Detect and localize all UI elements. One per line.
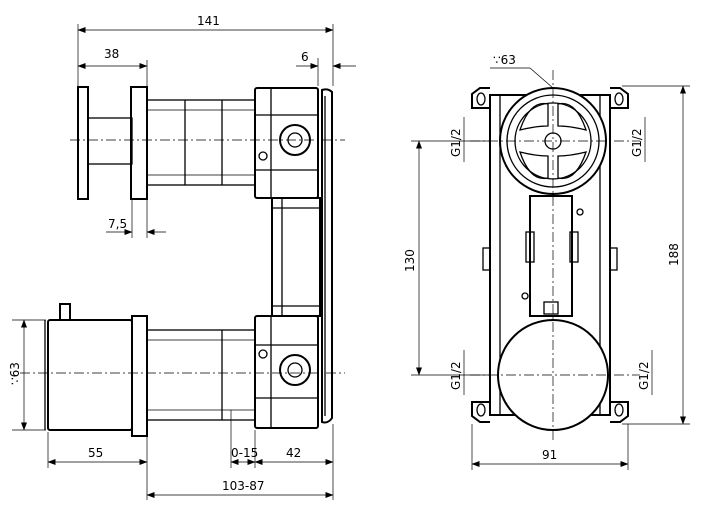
label-g12-upper-left: G1/2 — [449, 128, 463, 157]
label-g12-lower-left: G1/2 — [449, 361, 463, 390]
dim-7-5: 7,5 — [108, 217, 127, 231]
dim-91: 91 — [542, 448, 557, 462]
dim-42: 42 — [286, 446, 301, 460]
wall-plate — [321, 88, 333, 424]
mixer-body — [271, 197, 321, 317]
label-g12-lower-right: G1/2 — [637, 361, 651, 390]
center-body — [525, 195, 579, 317]
dim-38: 38 — [104, 47, 119, 61]
dim-6: 6 — [301, 50, 309, 64]
front-view: ∵63 130 188 G1/2 G1/2 G1/2 G1/2 91 — [403, 53, 690, 470]
upper-handle-assembly — [77, 86, 319, 200]
dim-141: 141 — [197, 14, 220, 28]
dim-diameter-63-side: ∵63 — [8, 362, 22, 385]
side-view: 141 38 6 7,5 ∵63 55 0-15 42 — [8, 14, 356, 500]
lower-handle-assembly — [44, 303, 319, 437]
dim-130: 130 — [403, 249, 417, 272]
dim-0-15: 0-15 — [231, 446, 258, 460]
label-g12-upper-right: G1/2 — [630, 128, 644, 157]
dim-diameter-63-front: ∵63 — [493, 53, 516, 67]
dim-55: 55 — [88, 446, 103, 460]
dim-188: 188 — [667, 243, 681, 266]
dim-103-87: 103-87 — [222, 479, 265, 493]
